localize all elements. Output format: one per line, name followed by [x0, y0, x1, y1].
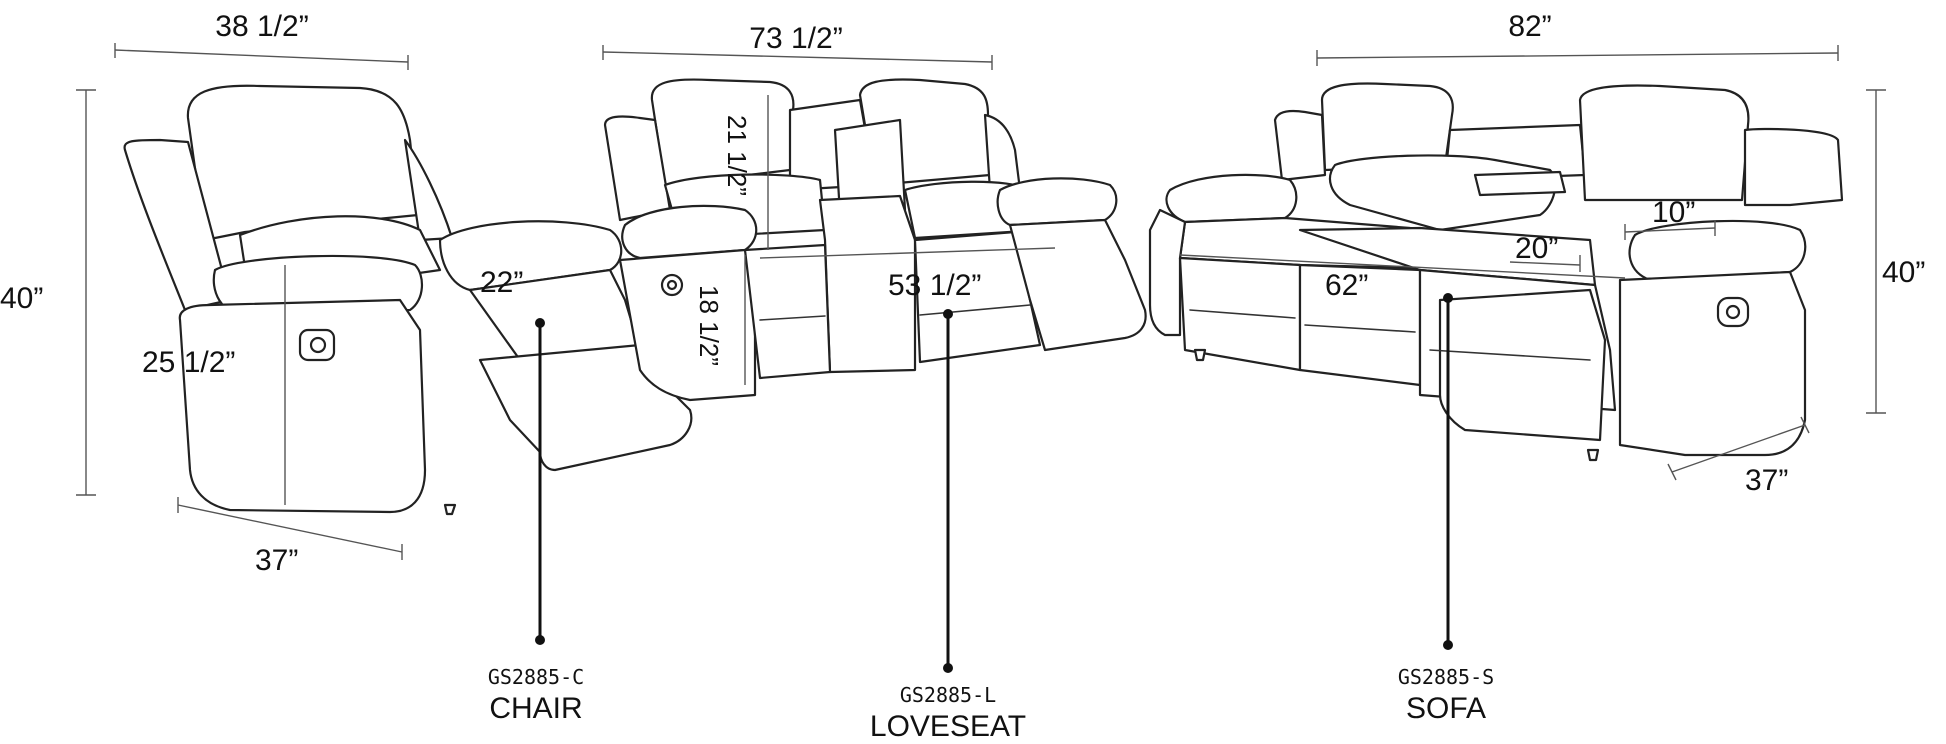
chair-width-label: 38 1/2” — [215, 10, 308, 43]
sofa-depth-label: 37” — [1745, 464, 1788, 497]
loveseat-pointer-end — [943, 663, 953, 673]
sofa-name: SOFA — [1406, 692, 1486, 725]
sofa-code: GS2885-S — [1398, 665, 1494, 689]
sofa-drawing — [1148, 82, 1844, 462]
chair-code: GS2885-C — [488, 665, 584, 689]
loveseat-name: LOVESEAT — [870, 710, 1026, 743]
chair-seat-depth-label: 22” — [480, 266, 523, 299]
model-pointers — [535, 293, 1453, 673]
sofa-pointer-dot — [1443, 293, 1453, 303]
sofa-seat-depth-label: 20” — [1515, 232, 1558, 265]
chair-name: CHAIR — [489, 692, 582, 725]
sofa-pointer-end — [1443, 640, 1453, 650]
chair-depth-label: 37” — [255, 544, 298, 577]
loveseat-code: GS2885-L — [900, 683, 996, 707]
chair-seat-height-label: 25 1/2” — [142, 346, 235, 379]
sofa-arm-width-label: 10” — [1652, 196, 1695, 229]
loveseat-drawing — [603, 78, 1147, 402]
loveseat-pointer-dot — [943, 309, 953, 319]
sofa-height-label: 40” — [1882, 256, 1925, 289]
chair-drawing — [123, 84, 693, 516]
loveseat-width-label: 73 1/2” — [749, 22, 842, 55]
sofa-inner-width-label: 62” — [1325, 269, 1368, 302]
chair-pointer-end — [535, 635, 545, 645]
chair-height-label: 40” — [0, 282, 43, 315]
loveseat-inner-width-label: 53 1/2” — [888, 269, 981, 302]
loveseat-arm-height-label: 18 1/2” — [694, 285, 724, 366]
loveseat-console-height-label: 21 1/2” — [722, 115, 752, 196]
chair-pointer-dot — [535, 318, 545, 328]
sofa-width-label: 82” — [1508, 10, 1551, 43]
measurement-lines — [76, 43, 1886, 560]
